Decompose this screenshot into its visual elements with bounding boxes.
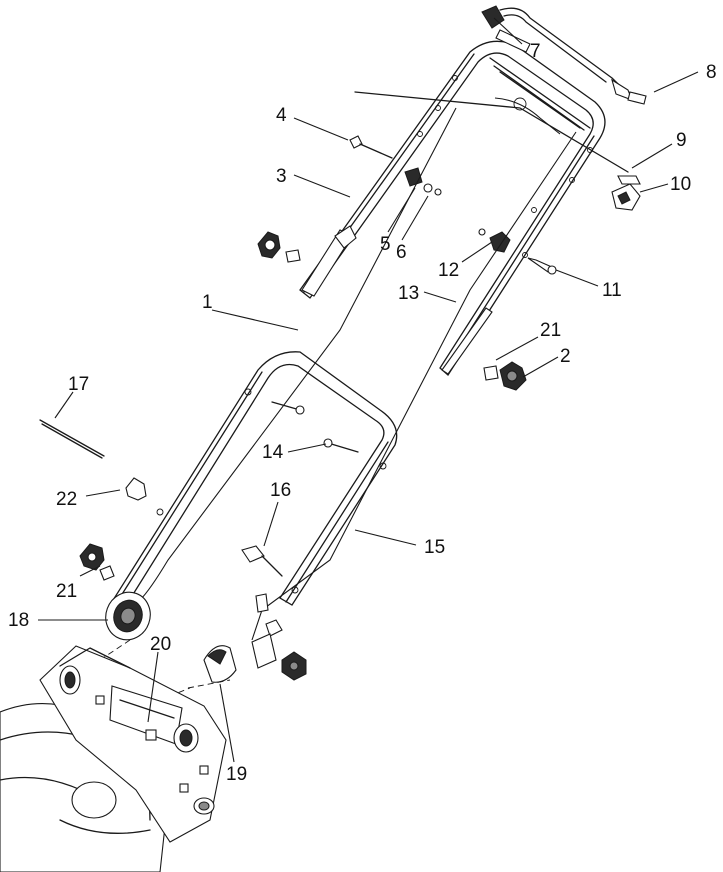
- knob-21-lower: [79, 543, 115, 581]
- bolt-4: [349, 135, 393, 159]
- handle-bracket-3: [301, 225, 357, 297]
- handle-knob-upper-left: [257, 231, 301, 263]
- cable-clip-9: [617, 175, 641, 185]
- callout-5: 5: [380, 234, 391, 255]
- upper-handle: [299, 40, 606, 376]
- callout-10: 10: [670, 174, 691, 195]
- pivot-housing-19: [203, 645, 237, 683]
- callout-19: 19: [226, 764, 247, 785]
- callout-3: 3: [276, 166, 287, 187]
- bolt-14: [271, 401, 359, 453]
- lower-handle: [109, 351, 398, 613]
- drive-cable-upper: [494, 91, 647, 135]
- callout-7: 7: [530, 41, 541, 62]
- bolt-11: [527, 257, 557, 275]
- cable-clip-22: [125, 477, 147, 501]
- callout-8: 8: [706, 62, 717, 83]
- callout-17: 17: [68, 374, 89, 395]
- callout-labels: 1 2 3 4 5 6 7 8 9 10 11 12 13 14 15 16 1…: [8, 41, 717, 785]
- knob-lower-right: [251, 633, 307, 681]
- callout-18: 18: [8, 610, 29, 631]
- callout-1: 1: [202, 292, 213, 313]
- callout-21-upper: 21: [540, 320, 561, 341]
- callout-14: 14: [262, 442, 284, 463]
- pivot-housing-18: [105, 591, 151, 641]
- callout-20: 20: [150, 634, 171, 655]
- mower-deck: [0, 645, 227, 872]
- callout-4: 4: [276, 105, 287, 126]
- callout-16: 16: [270, 480, 291, 501]
- callout-15: 15: [424, 537, 445, 558]
- cable-tie-17: [39, 419, 105, 459]
- callout-11: 11: [602, 280, 622, 301]
- knob-12: [478, 228, 511, 253]
- callout-6: 6: [396, 242, 407, 263]
- callout-9: 9: [676, 130, 687, 151]
- cable-guide-10: [611, 183, 641, 211]
- callout-12: 12: [438, 260, 459, 281]
- callout-2: 2: [560, 346, 571, 367]
- callout-21-lower: 21: [56, 581, 77, 602]
- leader-lines: [38, 17, 699, 763]
- cable-fitting-16: [241, 545, 283, 637]
- callout-22: 22: [56, 489, 77, 510]
- knob-2: [441, 307, 527, 391]
- callout-13: 13: [398, 283, 419, 304]
